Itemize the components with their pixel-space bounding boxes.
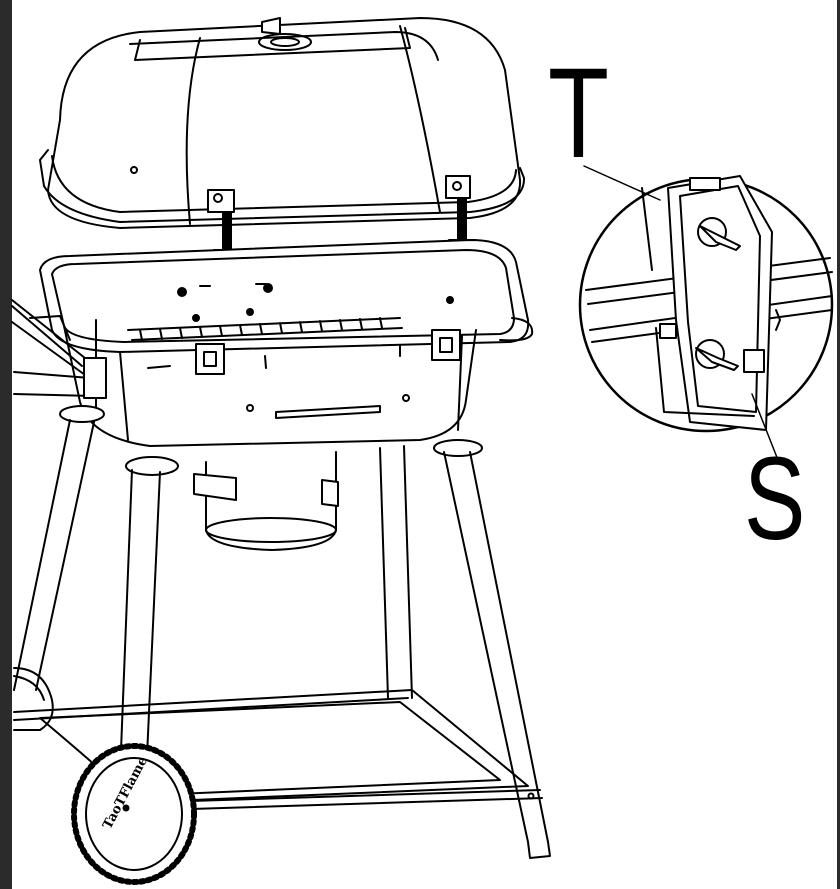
ash-catcher bbox=[193, 451, 339, 551]
leader-lines bbox=[583, 165, 779, 461]
grill-bowl bbox=[39, 239, 534, 447]
part-label-s: S bbox=[744, 433, 806, 565]
left-frame-edge bbox=[0, 0, 12, 889]
leader-line-t bbox=[583, 165, 661, 201]
detail-inset bbox=[578, 175, 834, 433]
wheel-back bbox=[13, 667, 54, 731]
grill-lid bbox=[39, 17, 526, 229]
right-frame-edge bbox=[837, 0, 840, 889]
side-shelf bbox=[11, 299, 107, 399]
wheel-front bbox=[71, 743, 197, 885]
leader-line-s bbox=[751, 393, 779, 461]
part-label-t: T bbox=[548, 42, 609, 185]
legs bbox=[13, 405, 551, 859]
